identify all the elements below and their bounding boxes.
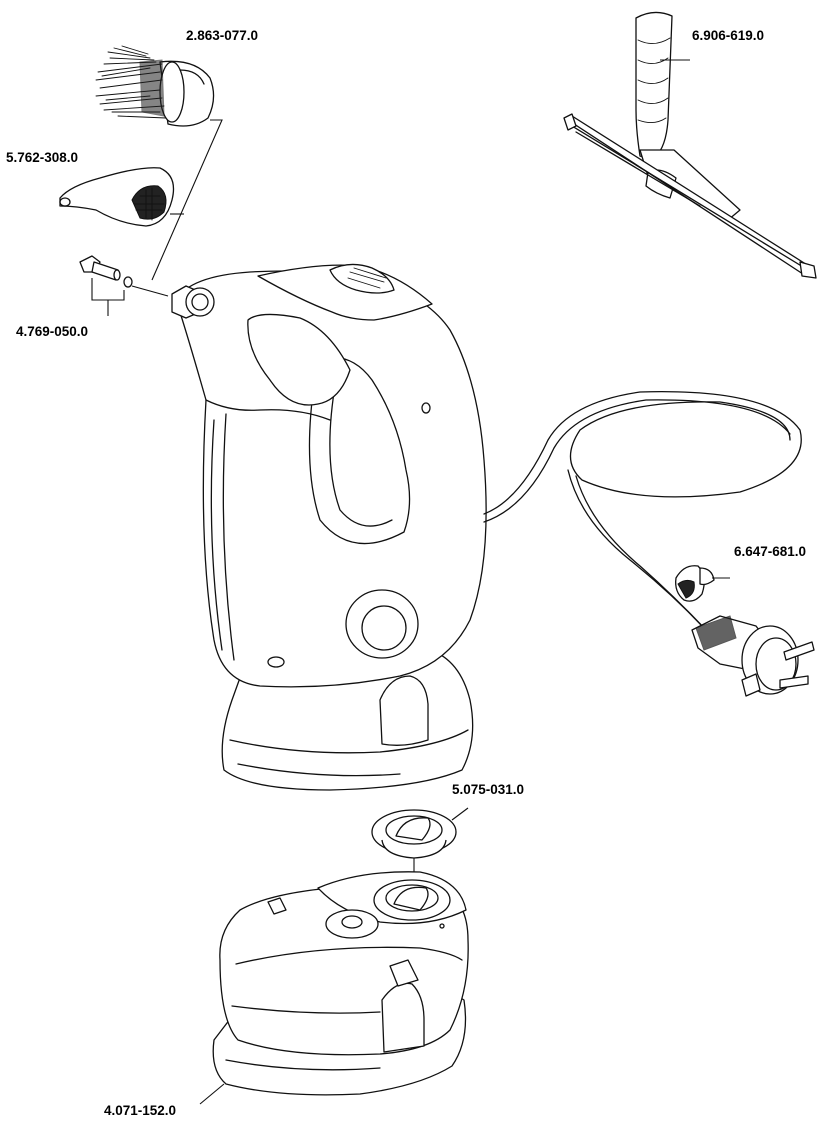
part-number-water-tank: 4.071-152.0 bbox=[104, 1103, 176, 1118]
power-cable bbox=[483, 391, 802, 633]
water-tank-part bbox=[212, 871, 469, 1096]
mains-plug bbox=[691, 615, 815, 697]
round-brush-part bbox=[95, 45, 215, 127]
part-number-cable-clip: 6.647-681.0 bbox=[734, 544, 806, 559]
tank-cap-part bbox=[371, 809, 457, 859]
detail-nozzle-part bbox=[59, 167, 175, 227]
part-number-tank-cap: 5.075-031.0 bbox=[452, 782, 524, 797]
steam-cleaner-body bbox=[171, 263, 487, 791]
window-squeegee-part bbox=[563, 11, 817, 279]
part-number-nozzle: 5.762-308.0 bbox=[6, 150, 78, 165]
part-number-adapter: 4.769-050.0 bbox=[16, 324, 88, 339]
cable-clip-part bbox=[675, 565, 715, 602]
adapter-parts bbox=[79, 255, 133, 316]
accessory-leader-line bbox=[151, 119, 223, 281]
part-number-brush: 2.863-077.0 bbox=[186, 28, 258, 43]
part-number-squeegee: 6.906-619.0 bbox=[692, 28, 764, 43]
